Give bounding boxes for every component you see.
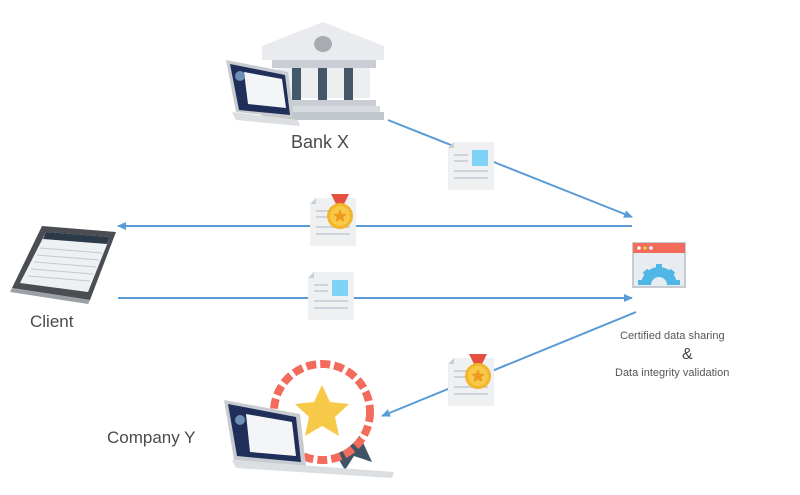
edge-bank-to-platform <box>387 119 633 218</box>
client-label: Client <box>30 312 74 331</box>
bank-icon <box>262 22 384 120</box>
document-icon-client-edge <box>308 272 354 320</box>
bank-label: Bank X <box>291 132 350 152</box>
platform-label-ampersand: & <box>682 346 693 363</box>
certified-document-icon-company-edge <box>448 354 494 406</box>
company-laptop-icon <box>224 400 394 478</box>
company-label: Company Y <box>107 428 196 447</box>
browser-gear-icon <box>632 242 686 288</box>
document-icon-bank-edge <box>448 142 494 190</box>
certified-document-icon-client-edge <box>310 194 356 246</box>
smartphone-icon <box>10 226 116 304</box>
bank-laptop-icon <box>226 60 300 126</box>
edge-platform-to-company <box>381 311 637 417</box>
platform-label-line1: Certified data sharing <box>620 330 725 342</box>
award-badge-icon <box>270 360 374 470</box>
platform-label-line2: Data integrity validation <box>615 367 730 379</box>
